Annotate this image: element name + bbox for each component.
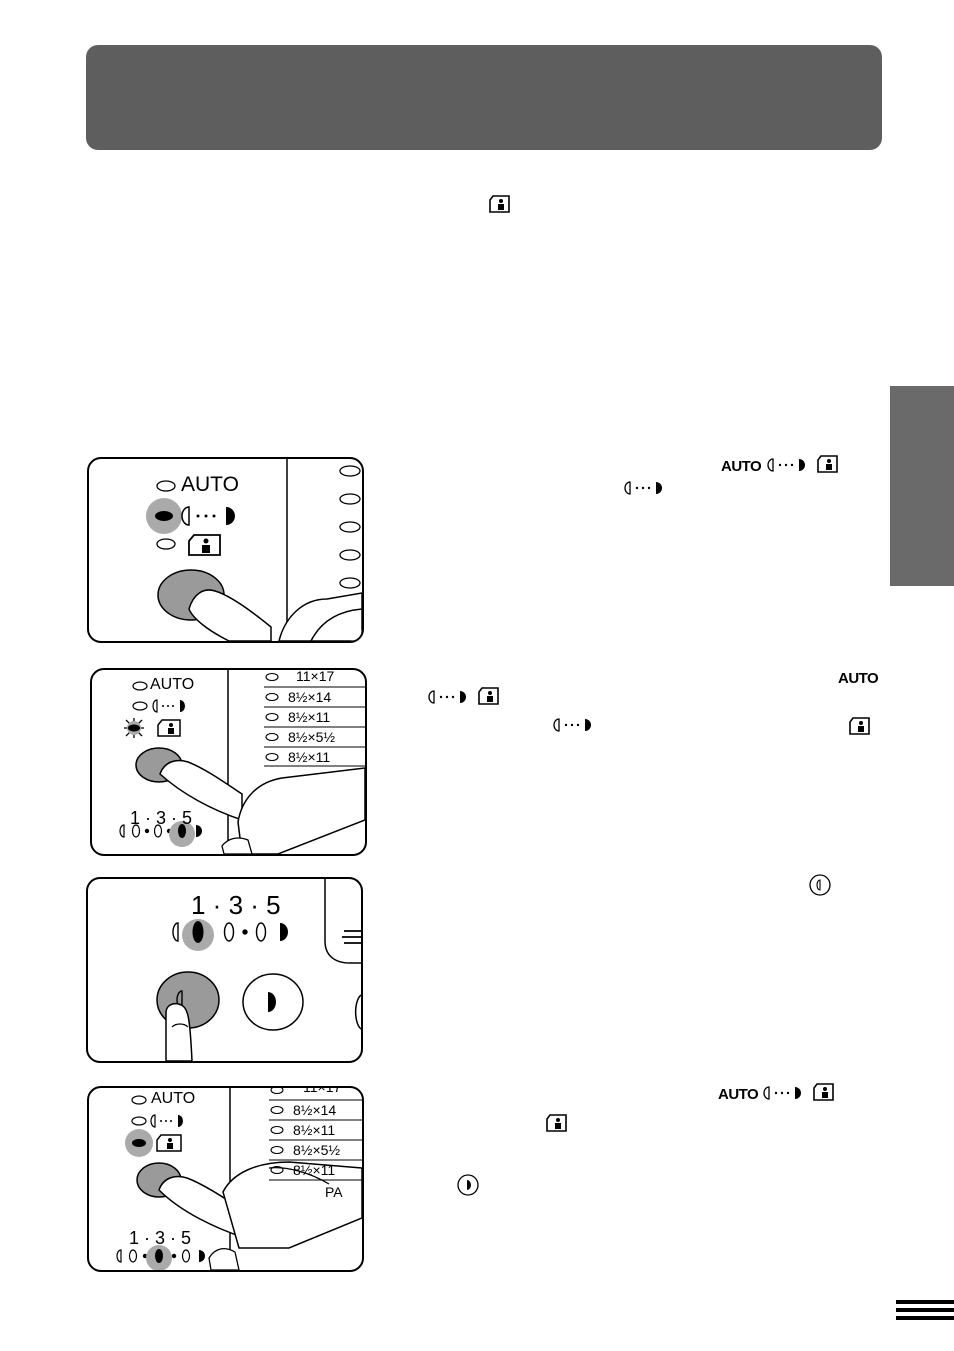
illustration-panel-2: AUTO 1 · 3 · 5 11×17 8½×14 8½×11 8½×5½ 8…: [90, 668, 367, 856]
exposure-scale-label: 1 · 3 · 5: [129, 1228, 192, 1248]
lighter-icon: [809, 874, 831, 896]
manual-exposure-icon: [624, 481, 662, 495]
illustration-panel-4: AUTO 1 · 3 · 5 11×17 8½×14 8½×11 8½×5½ 8…: [87, 1086, 364, 1272]
paper-size-label: 8½×5½: [288, 729, 336, 745]
paper-size-label: 8½×14: [288, 689, 332, 705]
paper-size-label: 8½×11: [288, 749, 331, 765]
photo-mode-icon: [813, 1083, 834, 1101]
auto-label: AUTO: [150, 676, 195, 693]
darker-icon: [457, 1174, 479, 1196]
auto-label: AUTO: [181, 473, 239, 496]
section-side-tab: [890, 386, 954, 586]
control-panel-illustration: [116, 1088, 362, 1270]
photo-mode-icon: [546, 1114, 567, 1132]
paper-size-label: 8½×5½: [293, 1142, 341, 1158]
auto-label: AUTO: [151, 1090, 196, 1107]
paper-size-label: 8½×14: [293, 1102, 337, 1118]
exposure-control-illustration: [156, 879, 361, 1061]
photo-mode-icon: [849, 717, 870, 735]
page-header-bar: [86, 45, 882, 150]
photo-mode-icon: [478, 687, 499, 705]
paper-size-label: 8½×11: [293, 1122, 336, 1138]
paper-size-label: 11×17: [296, 668, 335, 684]
continued-marker: [896, 1300, 954, 1324]
paper-size-label: PA: [325, 1184, 343, 1200]
paper-size-label: 8½×11: [293, 1162, 336, 1178]
manual-exposure-icon: [767, 458, 805, 472]
manual-exposure-icon: [763, 1086, 801, 1100]
photo-mode-icon: [489, 195, 510, 213]
paper-size-label: 11×17: [303, 1086, 342, 1095]
control-panel-illustration: [119, 670, 365, 854]
auto-mode-icon-text: AUTO: [721, 458, 762, 475]
illustration-panel-3: 1 · 3 · 5: [86, 877, 363, 1063]
manual-exposure-icon: [428, 690, 466, 704]
manual-exposure-icon: [553, 718, 591, 732]
paper-size-label: 8½×11: [288, 709, 331, 725]
control-panel-illustration: [146, 459, 362, 641]
exposure-scale-label: 1 · 3 · 5: [130, 808, 193, 828]
photo-mode-icon: [817, 455, 838, 473]
illustration-panel-1: AUTO: [87, 457, 364, 643]
exposure-scale-label: 1 · 3 · 5: [191, 890, 281, 920]
auto-mode-icon-text: AUTO: [718, 1086, 759, 1103]
auto-mode-icon-text: AUTO: [838, 670, 879, 687]
